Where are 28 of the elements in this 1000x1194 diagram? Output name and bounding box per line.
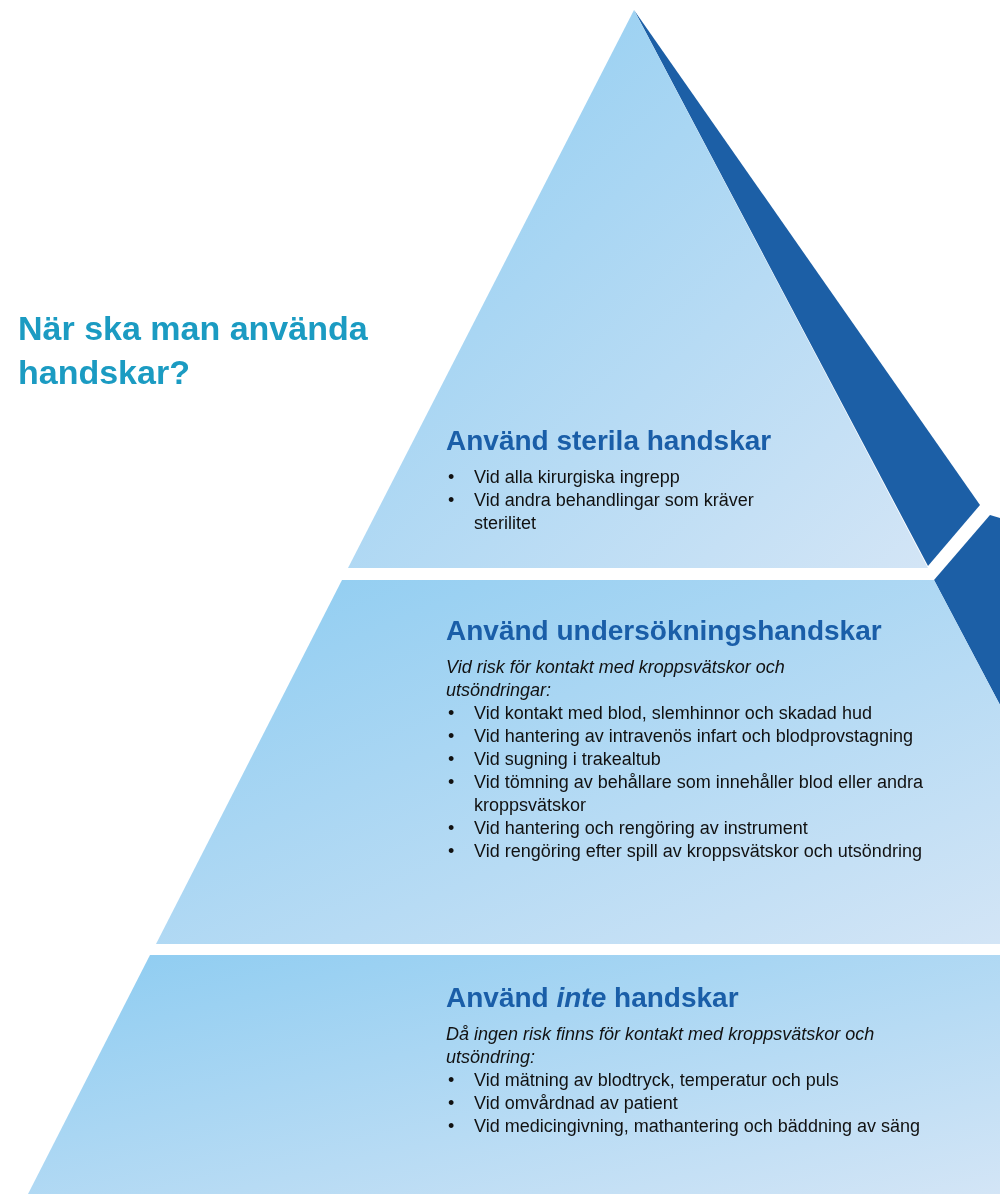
bullet-marker: • (447, 489, 456, 512)
bullet-item: Vid andra behandlingar som kräver sterilitet (474, 489, 755, 535)
bullet-marker: • (447, 702, 456, 725)
intro-text: Då ingen risk finns för kontakt med kroppsvätskor och utsöndring: (446, 1023, 876, 1069)
bullet-marker: • (447, 1069, 456, 1092)
bullet-marker: • (447, 1092, 456, 1115)
bullet-marker: • (447, 840, 456, 863)
tier-heading: Använd sterila handskar (446, 424, 773, 458)
tier-heading: Använd inte handskar (446, 981, 740, 1015)
title: När ska man använda handskar? (18, 308, 369, 393)
bullet-marker: • (447, 748, 456, 771)
intro-text: Vid risk för kontakt med kroppsvätskor och utsöndringar: (446, 656, 786, 702)
bullet-item: Vid mätning av blodtryck, temperatur och puls (474, 1069, 839, 1092)
bullet-item: Vid sugning i trakealtub (474, 748, 661, 771)
bullet-marker: • (447, 466, 456, 489)
bullet-item: Vid tömning av behållare som innehåller blod eller andra kroppsvätskor (474, 771, 924, 817)
bullet-marker: • (447, 817, 456, 840)
bullet-item: Vid hantering och rengöring av instrument (474, 817, 808, 840)
tier-heading: Använd undersökningshandskar (446, 614, 883, 648)
bullet-marker: • (447, 1115, 456, 1138)
bullet-item: Vid kontakt med blod, slemhinnor och skadad hud (474, 702, 872, 725)
bullet-item: Vid hantering av intravenös infart och blodprovstagning (474, 725, 913, 748)
bullet-marker: • (447, 725, 456, 748)
bullet-item: Vid omvårdnad av patient (474, 1092, 678, 1115)
bullet-item: Vid alla kirurgiska ingrepp (474, 466, 680, 489)
bullet-marker: • (447, 771, 456, 794)
bullet-item: Vid rengöring efter spill av kroppsvätskor och utsöndring (474, 840, 922, 863)
bullet-item: Vid medicingivning, mathantering och bäddning av säng (474, 1115, 920, 1138)
